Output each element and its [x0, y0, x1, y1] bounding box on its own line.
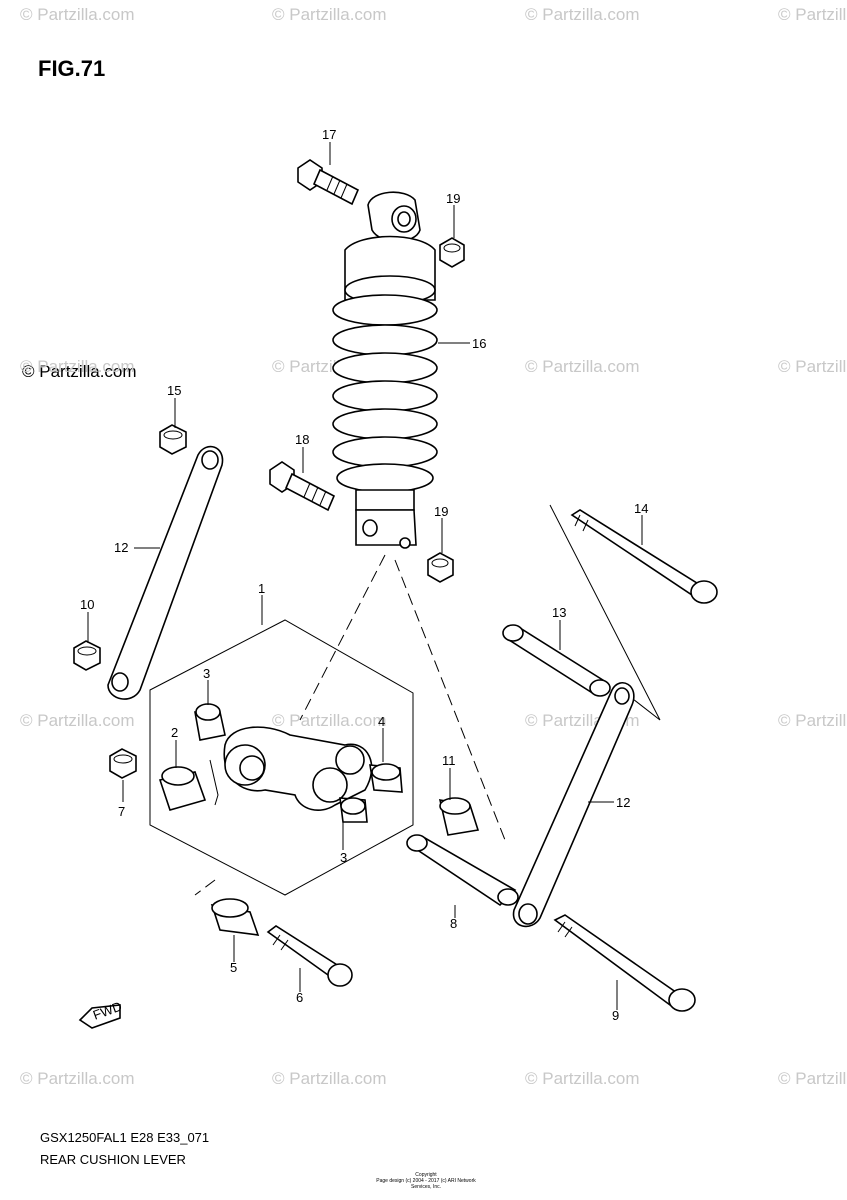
copyright-line-2: Page design (c) 2004 - 2017 (c) ARI Netw…	[376, 1178, 476, 1190]
bolt-18	[269, 461, 336, 512]
nut-19-lower	[427, 552, 454, 583]
callout-9: 9	[612, 1008, 619, 1023]
callout-12-left: 12	[114, 540, 128, 555]
callout-6: 6	[296, 990, 303, 1005]
brand-mark: © Partzilla.com	[22, 362, 137, 381]
alignment-line-shock-collar	[394, 559, 506, 841]
figure-title: FIG.71	[38, 56, 106, 81]
callout-4: 4	[378, 714, 385, 729]
bearing-3-upper	[194, 703, 226, 741]
bearing-3-lower	[339, 797, 368, 823]
callout-19-upper: 19	[446, 191, 460, 206]
collar-11	[438, 797, 480, 836]
copyright-note: Copyright Page design (c) 2004 - 2017 (c…	[366, 1172, 486, 1190]
bolt-14	[570, 509, 718, 604]
bolt-6	[266, 925, 353, 987]
nut-10	[73, 640, 101, 671]
callout-7: 7	[118, 804, 125, 819]
assembly-box	[149, 619, 414, 896]
bearing-2	[158, 766, 207, 811]
leader-lines	[87, 142, 643, 1010]
callout-2: 2	[171, 725, 178, 740]
watermark-8: © Partzilla.com	[20, 711, 135, 730]
callout-12-right: 12	[616, 795, 630, 810]
watermark-15: © Partzilla.com	[778, 1069, 847, 1088]
callout-16: 16	[472, 336, 486, 351]
bolt-9	[553, 914, 696, 1012]
shock-absorber-16	[332, 191, 438, 549]
watermark-2: © Partzilla.com	[525, 5, 640, 24]
watermark-6: © Partzilla.com	[525, 357, 640, 376]
callout-10: 10	[80, 597, 94, 612]
callout-17: 17	[322, 127, 336, 142]
callout-3-lower: 3	[340, 850, 347, 865]
nut-7	[109, 748, 137, 779]
alignment-line-bearing-2	[209, 759, 219, 806]
watermark-1: © Partzilla.com	[272, 5, 387, 24]
copyright-line-1: Copyright	[415, 1172, 437, 1178]
section-name: REAR CUSHION LEVER	[40, 1152, 186, 1167]
watermark-11: © Partzilla.com	[778, 711, 847, 730]
callout-11: 11	[442, 753, 456, 768]
watermark-14: © Partzilla.com	[525, 1069, 640, 1088]
watermark-3: © Partzilla.com	[778, 5, 847, 24]
callout-19-lower: 19	[434, 504, 448, 519]
watermark-7: © Partzilla.com	[778, 357, 847, 376]
callout-3-upper: 3	[203, 666, 210, 681]
tie-rod-12-left	[107, 445, 224, 700]
nut-15	[159, 424, 187, 455]
callout-1: 1	[258, 581, 265, 596]
bolt-17	[297, 159, 360, 206]
callout-13: 13	[552, 605, 566, 620]
fwd-arrow-icon: FWD	[78, 999, 124, 1029]
callout-8: 8	[450, 916, 457, 931]
watermark-12: © Partzilla.com	[20, 1069, 135, 1088]
watermark-4: © Partzilla.com	[20, 357, 135, 376]
alignment-line-collar-5	[194, 879, 216, 896]
callout-layer: 17 19 16 15 18 19 14 12 1 10 13 3 4 2 11…	[80, 127, 648, 1023]
spacer-13	[502, 624, 611, 697]
tie-rod-12-right	[512, 682, 635, 928]
bearing-4	[369, 763, 403, 793]
watermark-layer: © Partzilla.com© Partzilla.com© Partzill…	[20, 5, 847, 1088]
callout-18: 18	[295, 432, 309, 447]
alignment-line-shock-lever	[299, 554, 386, 721]
collar-5	[210, 898, 260, 936]
watermark-9: © Partzilla.com	[272, 711, 387, 730]
cushion-lever-1	[223, 726, 373, 811]
spacer-8	[406, 834, 519, 907]
nut-19-upper	[439, 237, 465, 268]
callout-5: 5	[230, 960, 237, 975]
watermark-0: © Partzilla.com	[20, 5, 135, 24]
watermark-13: © Partzilla.com	[272, 1069, 387, 1088]
callout-14: 14	[634, 501, 648, 516]
callout-15: 15	[167, 383, 181, 398]
model-code: GSX1250FAL1 E28 E33_071	[40, 1130, 210, 1145]
